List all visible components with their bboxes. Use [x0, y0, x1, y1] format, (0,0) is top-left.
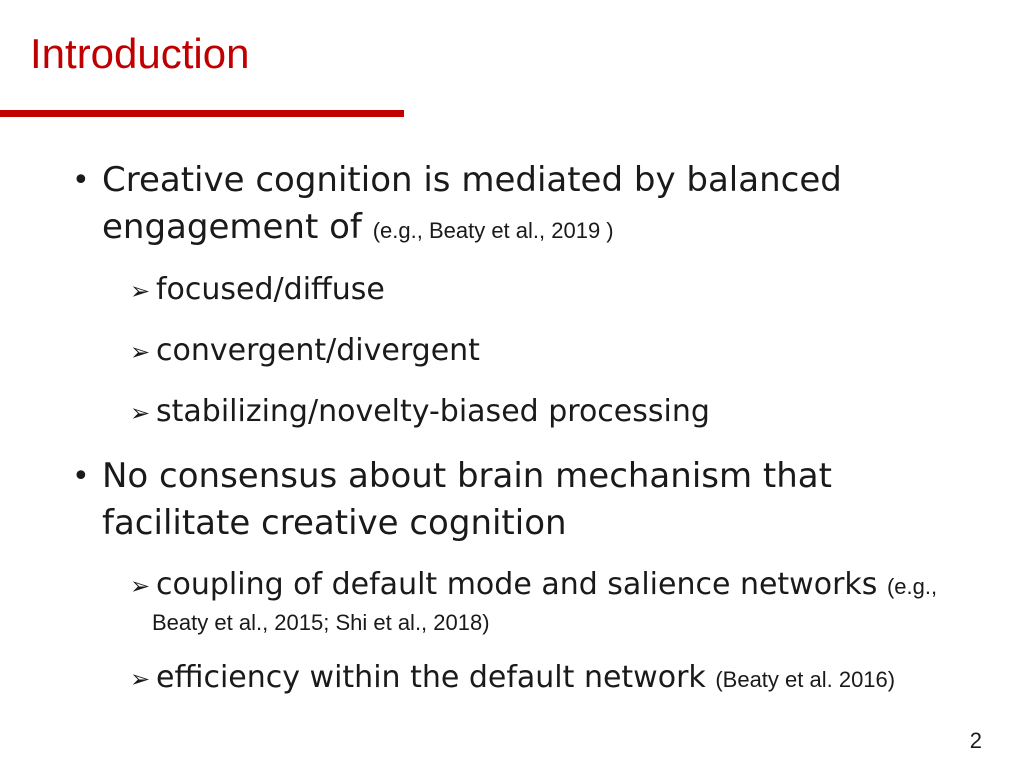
sub-item-citation-part-2: Beaty et al., 2015; Shi et al., 2018) [152, 610, 490, 635]
bullet-1-line-2: engagement of (e.g., Beaty et al., 2019 … [102, 204, 952, 254]
bullet-1-line-2-text: engagement of [102, 207, 362, 247]
sub-item-focused-diffuse: ➢focused/diffuse [130, 272, 950, 309]
bullet-2-line-1: No consensus about brain mechanism that [102, 456, 832, 496]
page-number: 2 [969, 728, 982, 753]
sub-item-text: convergent/divergent [156, 333, 480, 368]
bullet-1: • Creative cognition is mediated by bala… [72, 157, 952, 254]
sub-item-text: focused/diffuse [156, 272, 385, 307]
sub-item-coupling: ➢coupling of default mode and salience n… [130, 567, 950, 641]
sub-item-text: efficiency within the default network [156, 660, 706, 695]
bullet-2-line-2: facilitate creative cognition [102, 503, 567, 543]
sub-item-efficiency: ➢efficiency within the default network (… [130, 660, 950, 698]
bullet-2: • No consensus about brain mechanism tha… [72, 453, 952, 547]
arrow-bullet-icon: ➢ [130, 338, 151, 366]
sub-item-stabilizing-novelty: ➢stabilizing/novelty-biased processing [130, 394, 950, 431]
sub-item-text: coupling of default mode and salience ne… [156, 567, 878, 602]
bullet-1-citation: (e.g., Beaty et al., 2019 ) [372, 218, 614, 243]
arrow-bullet-icon: ➢ [130, 399, 151, 427]
sub-item-convergent-divergent: ➢convergent/divergent [130, 333, 950, 370]
arrow-bullet-icon: ➢ [130, 572, 151, 600]
arrow-bullet-icon: ➢ [130, 277, 151, 305]
title-underline [0, 110, 404, 117]
sub-item-citation: (Beaty et al. 2016) [715, 667, 896, 692]
bullet-1-line-1: Creative cognition is mediated by balanc… [102, 160, 842, 200]
bullet-dot: • [72, 163, 90, 198]
bullet-dot: • [72, 459, 90, 494]
sub-item-text: stabilizing/novelty-biased processing [156, 394, 710, 429]
sub-item-citation-part-1: (e.g., [886, 574, 938, 599]
arrow-bullet-icon: ➢ [130, 665, 151, 693]
slide-title: Introduction [30, 30, 250, 77]
